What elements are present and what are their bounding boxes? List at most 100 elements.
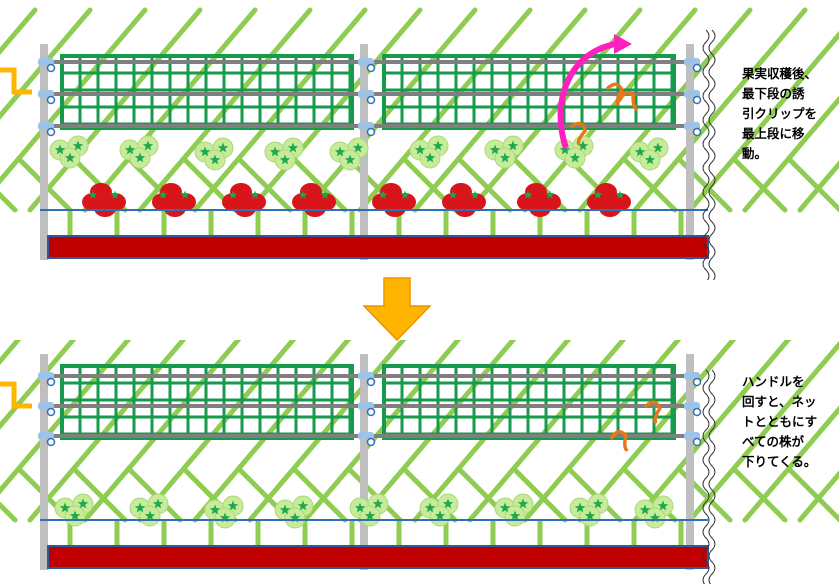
vine-diagonal [632, 7, 808, 213]
green-fruit-cluster [329, 137, 369, 171]
green-fruit-cluster [264, 137, 304, 171]
green-fruit-cluster [349, 493, 389, 527]
pulley [692, 377, 702, 387]
post [40, 44, 48, 260]
red-fruit-cluster [372, 183, 416, 217]
vine-diagonal [192, 340, 352, 523]
post [360, 354, 368, 570]
red-fruit-cluster [292, 183, 336, 217]
before-diagram [0, 0, 839, 280]
planting-bed [47, 545, 709, 569]
crank-handle-icon [0, 67, 32, 95]
vine-diagonal [0, 7, 148, 185]
pulley [46, 377, 56, 387]
pulley [46, 437, 56, 447]
vine-diagonal [247, 340, 407, 523]
vine-diagonal [302, 7, 478, 213]
vine-branch [732, 157, 788, 213]
down-arrow-icon [362, 276, 432, 342]
pulley [46, 407, 56, 417]
vine-branch [787, 157, 839, 213]
pulley [692, 95, 702, 105]
pulley [46, 63, 56, 73]
red-fruit-cluster [442, 183, 486, 217]
vine-diagonal [687, 30, 839, 213]
vine-diagonal [467, 340, 627, 523]
green-fruit-cluster [194, 137, 234, 171]
vine-diagonal [797, 160, 839, 213]
vine-diagonal [302, 340, 462, 523]
post [40, 354, 48, 570]
red-fruit-cluster [222, 183, 266, 217]
vine-diagonal [577, 7, 753, 213]
trellis-before-svg [0, 7, 839, 280]
vine-clip-icon [618, 90, 638, 111]
cut-edge [702, 29, 710, 280]
vine-diagonal [412, 340, 572, 523]
vine-clip-icon [570, 121, 588, 146]
vine-diagonal [522, 340, 682, 523]
vine-diagonal [797, 470, 839, 523]
green-fruit-cluster [494, 493, 534, 527]
pulley [366, 63, 376, 73]
green-fruit-cluster [49, 135, 89, 169]
vine-branch [732, 467, 788, 523]
vine-branch [622, 157, 678, 213]
vine-diagonal [0, 7, 38, 56]
vine-diagonal [357, 340, 517, 523]
vine-diagonal [0, 340, 22, 366]
green-fruit-cluster [409, 135, 449, 169]
pulley [692, 63, 702, 73]
vine-diagonal [687, 340, 839, 523]
vine-clip-icon [644, 400, 662, 424]
post [686, 44, 694, 260]
pulley [692, 407, 702, 417]
vine-clip-icon [610, 430, 628, 452]
red-fruit-cluster [587, 183, 631, 217]
green-fruit-cluster [634, 495, 674, 529]
pulley [46, 127, 56, 137]
cut-edge [708, 29, 716, 280]
vine-diagonal [577, 340, 737, 523]
red-fruit-cluster [82, 183, 126, 217]
pulley [46, 95, 56, 105]
vine-branch [237, 157, 293, 213]
pulley [366, 407, 376, 417]
curved-arrow-head [614, 34, 632, 54]
pulley [366, 377, 376, 387]
red-fruit-cluster [517, 183, 561, 217]
green-fruit-cluster [554, 135, 594, 169]
vine-branch [292, 467, 348, 523]
vine-branch [512, 467, 568, 523]
note-before: 果実収穫後、 最下段の誘 引クリップを 最上段に移 動。 [742, 66, 818, 161]
green-fruit-cluster [569, 493, 609, 527]
vine-branch [72, 467, 128, 523]
pulley [366, 437, 376, 447]
planting-bed [47, 235, 709, 259]
vine-branch [457, 157, 513, 213]
pulley [692, 127, 702, 137]
vine-branch [787, 467, 839, 523]
vine-diagonal [192, 7, 368, 213]
vine-diagonal [742, 95, 839, 213]
green-fruit-cluster [204, 495, 244, 529]
after-diagram [0, 340, 839, 584]
vine-diagonal [357, 7, 533, 213]
green-fruit-cluster [629, 137, 669, 171]
post [686, 354, 694, 570]
vine-diagonal [0, 7, 93, 120]
pulley [692, 437, 702, 447]
note-after: ハンドルを 回すと、ネッ トとともにす べての株が 下りてくる。 [742, 374, 818, 469]
green-fruit-cluster [54, 493, 94, 527]
green-fruit-cluster [484, 135, 524, 169]
crank-handle-icon [0, 381, 32, 409]
vine-diagonal [0, 340, 77, 430]
trellis-after-svg [0, 340, 839, 584]
pulley [366, 127, 376, 137]
cut-edge [702, 369, 710, 584]
pulley [366, 95, 376, 105]
cut-edge [708, 369, 716, 584]
vine-branch [0, 501, 18, 523]
curved-arrow-icon [557, 41, 617, 149]
green-fruit-cluster [129, 493, 169, 527]
